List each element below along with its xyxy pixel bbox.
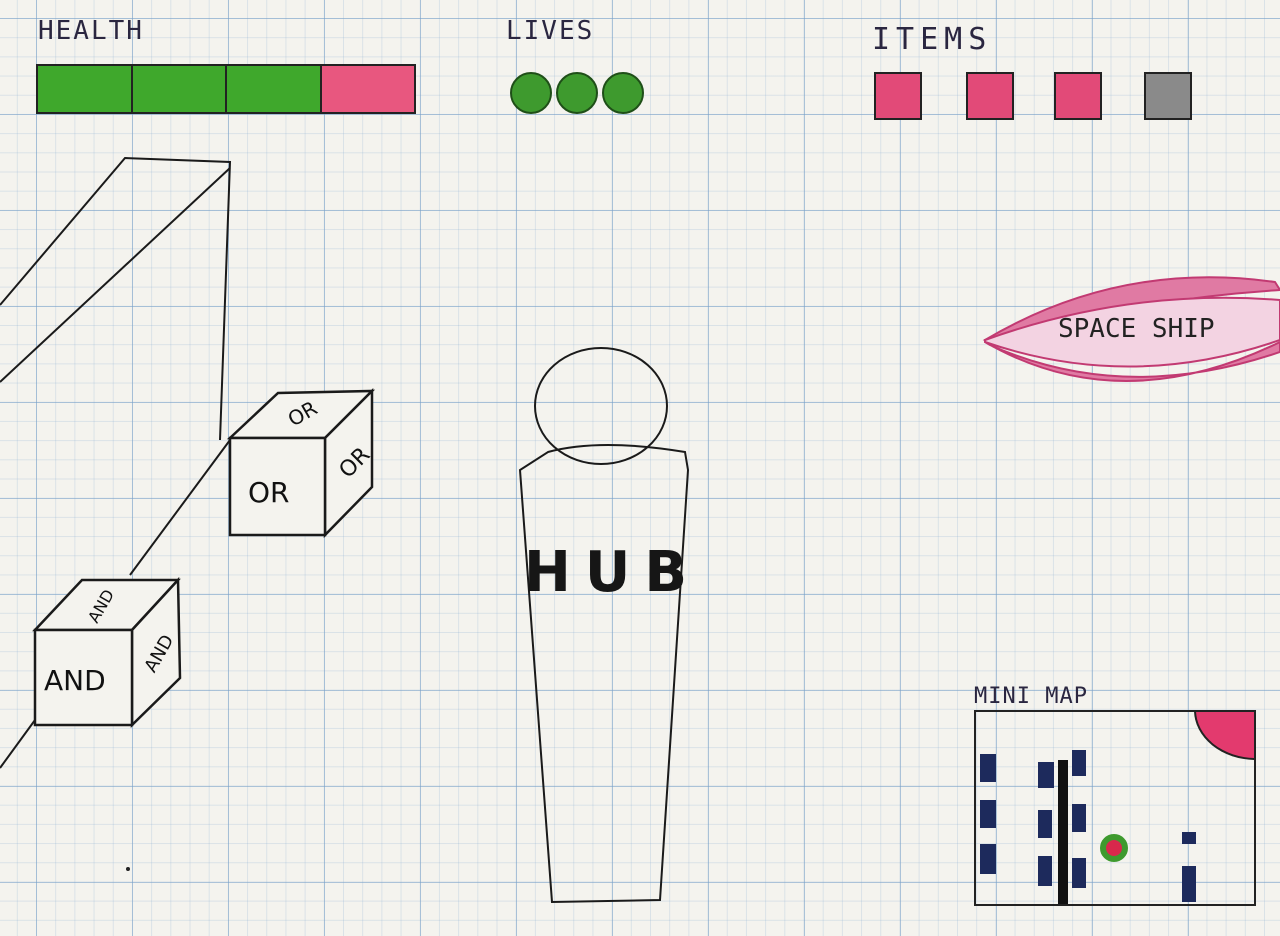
health-label: HEALTH: [38, 16, 144, 46]
minimap-wall: [1058, 760, 1068, 904]
items-inventory: [874, 72, 1204, 122]
items-label: ITEMS: [872, 22, 993, 57]
minimap-block: [1038, 762, 1054, 788]
ramp-edge: [0, 167, 231, 383]
minimap-block: [1038, 810, 1052, 838]
spaceship-label: SPACE SHIP: [1058, 314, 1215, 344]
lives-label: LIVES: [506, 16, 595, 46]
health-segment: [321, 66, 414, 112]
life-icon: [510, 72, 552, 114]
minimap-block: [1182, 832, 1196, 844]
path-line: [129, 439, 231, 576]
health-bar: [36, 64, 416, 114]
minimap-corner-zone: [1194, 712, 1254, 760]
minimap-block: [980, 844, 996, 874]
hub-body: [518, 444, 690, 904]
minimap-block: [980, 754, 996, 782]
minimap-block: [1072, 858, 1086, 888]
health-segment: [227, 66, 322, 112]
life-icon: [602, 72, 644, 114]
minimap-label: MINI MAP: [974, 684, 1088, 709]
hub-head: [534, 347, 668, 465]
health-segment: [38, 66, 133, 112]
lives-indicator: [510, 72, 644, 114]
or-cube[interactable]: [226, 387, 376, 539]
minimap[interactable]: [974, 710, 1256, 906]
minimap-block: [1038, 856, 1052, 886]
minimap-block: [1072, 804, 1086, 832]
item-slot[interactable]: [966, 72, 1014, 120]
minimap-player-marker: [1100, 834, 1128, 862]
hub-character[interactable]: [518, 347, 690, 904]
life-icon: [556, 72, 598, 114]
health-segment: [132, 66, 227, 112]
stray-dot: [126, 867, 130, 871]
and-cube-front-label: AND: [44, 664, 106, 697]
minimap-block: [1072, 750, 1086, 776]
ramp-platform: [0, 156, 232, 441]
and-cube[interactable]: [32, 576, 182, 728]
or-cube-front-label: OR: [248, 476, 290, 509]
item-slot[interactable]: [1054, 72, 1102, 120]
minimap-block: [1182, 866, 1196, 902]
item-slot[interactable]: [1144, 72, 1192, 120]
item-slot[interactable]: [874, 72, 922, 120]
spaceship[interactable]: [982, 276, 1280, 382]
path-line: [0, 719, 36, 769]
hub-label: HUB: [524, 540, 702, 605]
minimap-block: [980, 800, 996, 828]
